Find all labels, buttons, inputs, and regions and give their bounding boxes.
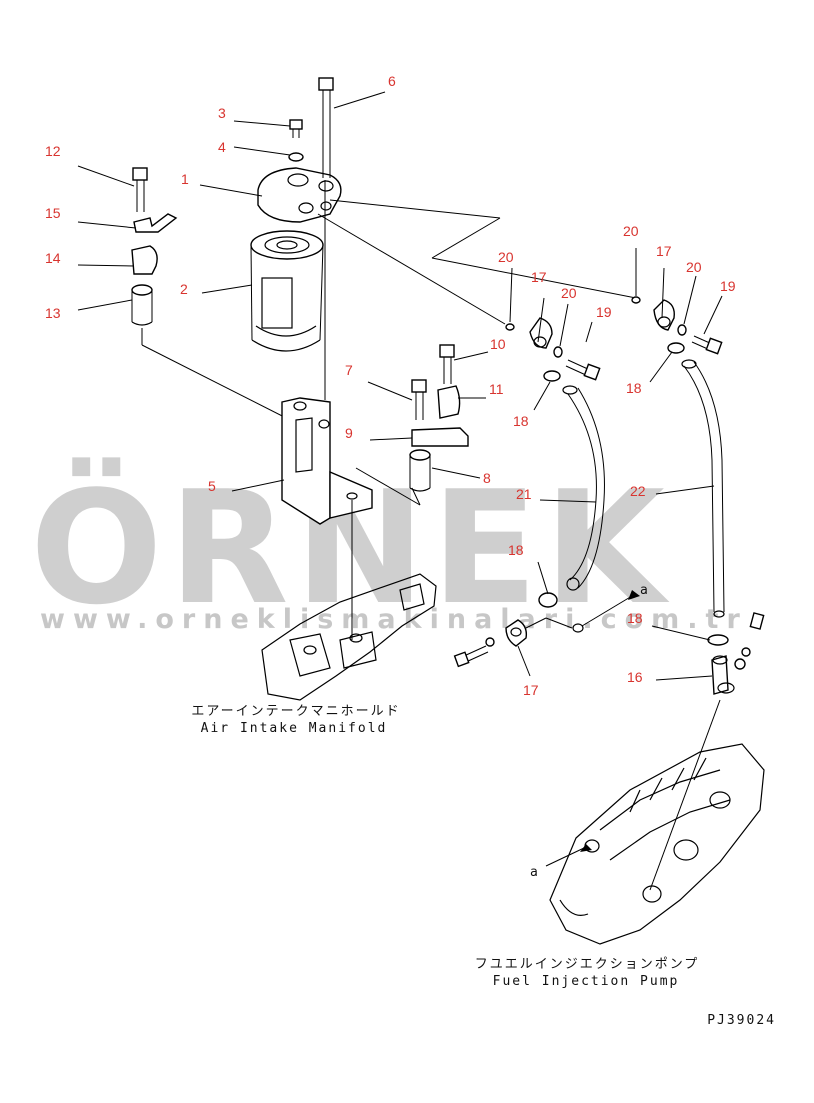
filter-cartridge — [250, 230, 324, 352]
plate-15 — [133, 213, 178, 233]
air-intake-manifold — [261, 573, 437, 701]
clip-18-upper-right — [667, 342, 685, 354]
callout-19a: 19 — [596, 304, 612, 320]
arrow-a-lower: a — [530, 865, 540, 880]
callout-numbers: 1 2 3 4 5 6 7 8 9 10 11 12 13 14 15 16 1… — [45, 73, 736, 698]
lower-left-fitting — [453, 590, 640, 668]
label-intake-en: Air Intake Manifold — [201, 721, 388, 736]
fuel-pipe-22 — [681, 359, 725, 618]
callout-17b: 17 — [656, 243, 672, 259]
callout-20b: 20 — [561, 285, 577, 301]
bolt-7 — [411, 379, 427, 420]
washer-20-d — [631, 296, 641, 304]
arrow-a-upper: a — [640, 583, 650, 598]
callout-6: 6 — [388, 73, 396, 89]
callout-2: 2 — [180, 281, 188, 297]
label-pump-jp: フユエルインジエクションポンプ — [475, 957, 700, 972]
spacer-13 — [131, 284, 153, 326]
filter-head — [257, 167, 637, 325]
callout-15: 15 — [45, 205, 61, 221]
plate-9 — [411, 427, 469, 447]
fuel-injection-pump — [545, 743, 765, 945]
callout-16: 16 — [627, 669, 643, 685]
callout-9: 9 — [345, 425, 353, 441]
bolt-3 — [289, 119, 303, 138]
fuel-pipe-21 — [562, 385, 605, 591]
fitting-16 — [649, 612, 765, 891]
washer-20-a — [553, 346, 563, 358]
callout-19b: 19 — [720, 278, 736, 294]
clamp-11 — [437, 385, 461, 419]
callout-12: 12 — [45, 143, 61, 159]
callout-1: 1 — [181, 171, 189, 187]
bracket-5 — [281, 180, 421, 640]
washer-20-c — [677, 324, 687, 336]
callout-13: 13 — [45, 305, 61, 321]
callout-4: 4 — [218, 139, 226, 155]
eye-fitting-17-upper-left — [529, 317, 553, 349]
callout-17c: 17 — [523, 682, 539, 698]
clip-18-lower-left — [538, 592, 558, 608]
watermark-url: www.orneklismakinalari.com.tr — [40, 604, 748, 635]
bolt-19-left — [565, 359, 601, 381]
clip-18-upper-left — [543, 370, 561, 382]
callout-3: 3 — [218, 105, 226, 121]
bolt-19-right — [691, 335, 723, 355]
callout-20c: 20 — [623, 223, 639, 239]
clip-18-lower-right — [707, 634, 729, 646]
callout-11: 11 — [489, 381, 504, 397]
drawing-code: PJ39024 — [707, 1013, 776, 1028]
callout-18a: 18 — [513, 413, 529, 429]
leader-lines — [77, 91, 723, 681]
washer-4 — [288, 152, 304, 162]
callout-10: 10 — [490, 336, 506, 352]
bolt-6 — [318, 77, 334, 178]
label-pump-en: Fuel Injection Pump — [493, 974, 680, 989]
callout-14: 14 — [45, 250, 61, 266]
callout-20d: 20 — [686, 259, 702, 275]
callout-18c: 18 — [508, 542, 524, 558]
bolt-12 — [132, 167, 148, 212]
clamp-14 — [131, 245, 158, 275]
spacer-8 — [409, 449, 431, 492]
bolt-10 — [439, 344, 455, 384]
callout-22: 22 — [630, 483, 646, 499]
callout-18d: 18 — [627, 610, 643, 626]
callout-18b: 18 — [626, 380, 642, 396]
eye-fitting-17-upper-right — [653, 299, 675, 331]
callout-8: 8 — [483, 470, 491, 486]
callout-17a: 17 — [531, 269, 547, 285]
callout-7: 7 — [345, 362, 353, 378]
callout-5: 5 — [208, 478, 216, 494]
callout-20a: 20 — [498, 249, 514, 265]
callout-21: 21 — [516, 486, 532, 502]
label-intake-jp: エアーインテークマニホールド — [191, 704, 400, 719]
washer-20-b — [505, 323, 515, 331]
